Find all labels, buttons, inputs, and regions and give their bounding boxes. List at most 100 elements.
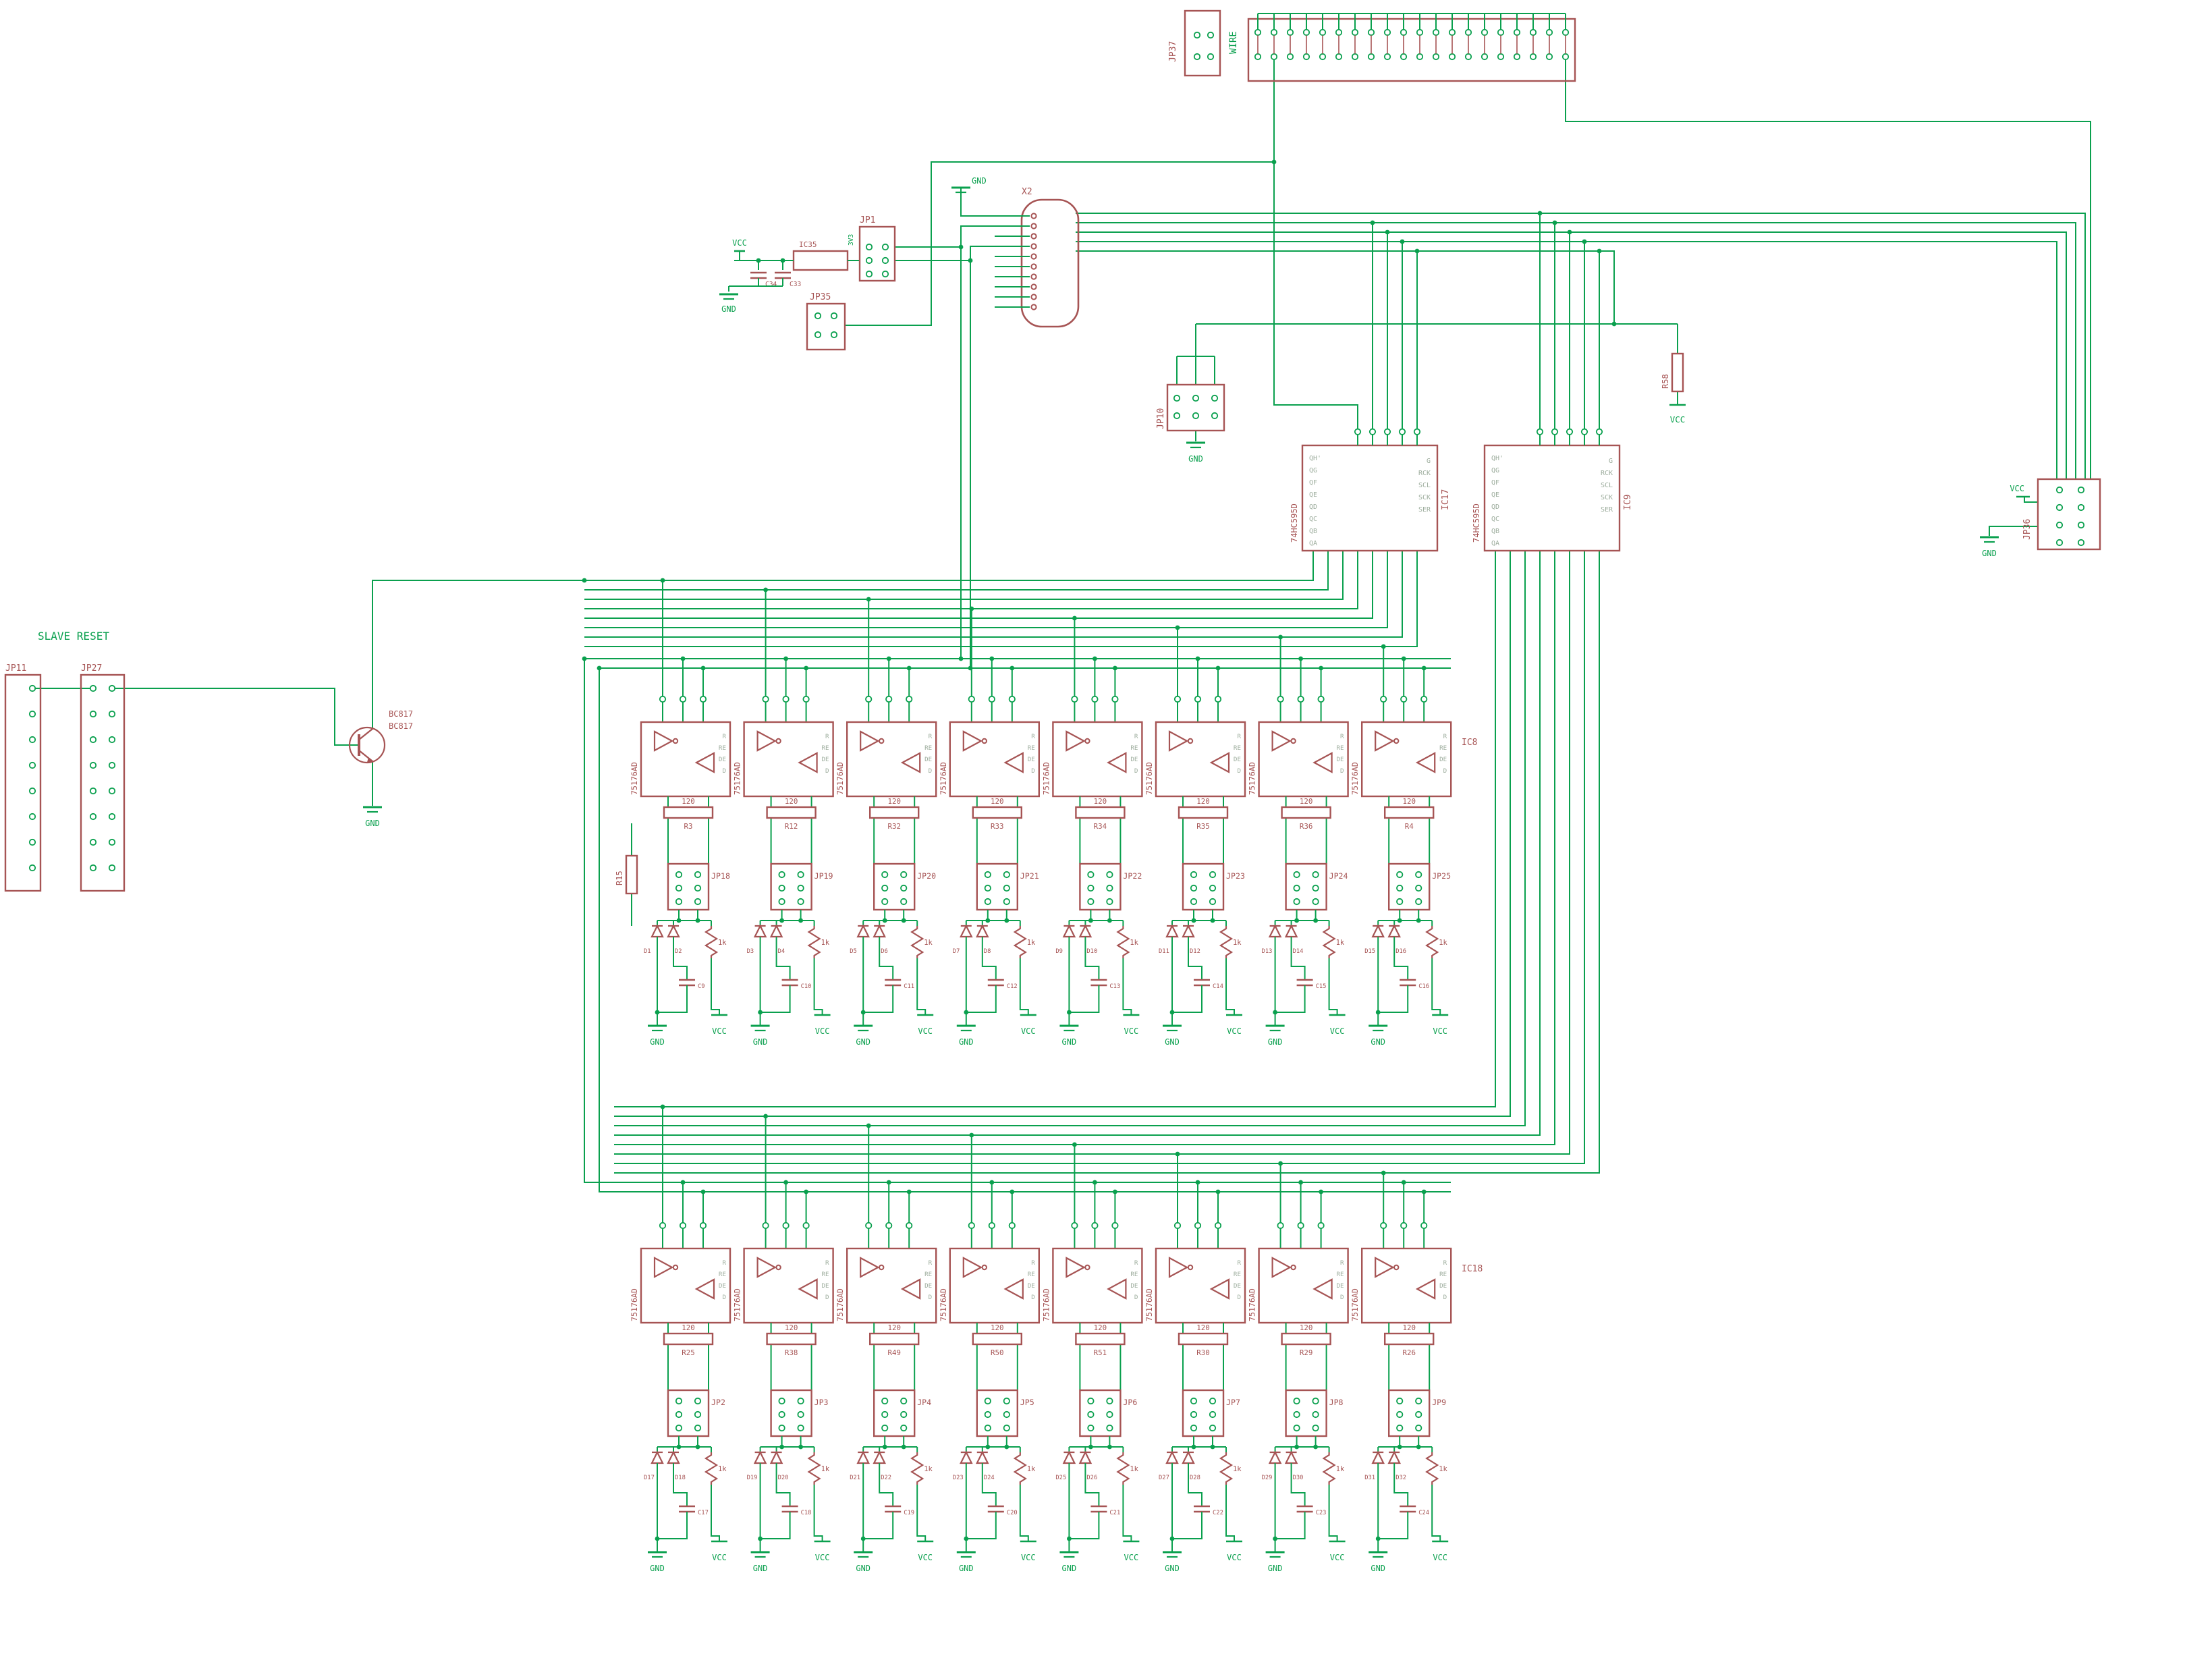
net-wire[interactable] bbox=[1378, 985, 1409, 1013]
net-wire[interactable] bbox=[1225, 958, 1235, 1015]
pin[interactable] bbox=[1106, 898, 1113, 906]
pin[interactable] bbox=[1317, 695, 1325, 703]
pin[interactable] bbox=[906, 1221, 913, 1230]
connector-JP11[interactable]: JP11 bbox=[4, 663, 42, 892]
net-wire[interactable] bbox=[584, 659, 1451, 1183]
pin[interactable] bbox=[1190, 1410, 1198, 1419]
pin[interactable] bbox=[865, 256, 873, 265]
pin[interactable] bbox=[881, 1397, 889, 1405]
pin[interactable] bbox=[675, 884, 683, 892]
pin[interactable] bbox=[1396, 1424, 1404, 1432]
termination-resistor-body[interactable] bbox=[868, 806, 920, 819]
net-wire[interactable] bbox=[2024, 497, 2038, 503]
pin[interactable] bbox=[1551, 428, 1559, 435]
pin[interactable] bbox=[1432, 53, 1440, 61]
jumper-body[interactable] bbox=[976, 1389, 1019, 1437]
pin[interactable] bbox=[1396, 898, 1404, 906]
pin[interactable] bbox=[28, 864, 36, 872]
pin[interactable] bbox=[1193, 53, 1201, 61]
pin[interactable] bbox=[2077, 486, 2085, 494]
pin[interactable] bbox=[830, 331, 838, 339]
pin[interactable] bbox=[1003, 1397, 1010, 1405]
net-wire[interactable] bbox=[1290, 937, 1306, 980]
pin[interactable] bbox=[699, 1221, 707, 1230]
pin[interactable] bbox=[1091, 1221, 1099, 1230]
pin[interactable] bbox=[778, 884, 785, 892]
jumper-body[interactable] bbox=[1387, 862, 1431, 911]
jumper-body[interactable] bbox=[667, 862, 710, 911]
pin[interactable] bbox=[1297, 1221, 1304, 1230]
pin[interactable] bbox=[984, 1410, 991, 1419]
connector-body[interactable] bbox=[4, 674, 42, 892]
pin[interactable] bbox=[984, 1424, 991, 1432]
net-wire[interactable] bbox=[614, 551, 1526, 1126]
pin[interactable] bbox=[108, 838, 116, 846]
termination-resistor-body[interactable] bbox=[868, 1332, 920, 1346]
pin[interactable] bbox=[1193, 31, 1201, 39]
pin[interactable] bbox=[1400, 695, 1408, 703]
pin[interactable] bbox=[1106, 1424, 1113, 1432]
pin[interactable] bbox=[1529, 53, 1537, 61]
connector-JP35[interactable]: JP35 bbox=[806, 292, 846, 351]
termination-resistor-body[interactable] bbox=[1281, 806, 1331, 819]
net-wire[interactable] bbox=[1393, 1463, 1409, 1506]
pin[interactable] bbox=[1211, 412, 1219, 420]
pin[interactable] bbox=[782, 695, 790, 703]
pin[interactable] bbox=[1513, 53, 1521, 61]
pin[interactable] bbox=[1030, 294, 1037, 300]
pin[interactable] bbox=[797, 1410, 804, 1419]
pin[interactable] bbox=[1190, 1397, 1198, 1405]
pin[interactable] bbox=[1087, 871, 1095, 879]
rs485-driver-body[interactable] bbox=[846, 1247, 937, 1324]
pin[interactable] bbox=[89, 736, 97, 744]
pin[interactable] bbox=[1335, 28, 1343, 36]
pin[interactable] bbox=[865, 270, 873, 278]
pin[interactable] bbox=[881, 884, 889, 892]
connector-body[interactable] bbox=[1184, 9, 1221, 77]
pin[interactable] bbox=[1448, 53, 1456, 61]
net-wire[interactable] bbox=[970, 246, 995, 668]
pin[interactable] bbox=[1383, 28, 1391, 36]
pin[interactable] bbox=[1420, 1221, 1428, 1230]
pin[interactable] bbox=[1400, 28, 1408, 36]
rs485-driver-body[interactable] bbox=[1155, 1247, 1246, 1324]
rs485-driver-body[interactable] bbox=[1360, 1247, 1452, 1324]
pin[interactable] bbox=[1312, 1397, 1319, 1405]
net-wire[interactable] bbox=[1225, 1485, 1235, 1541]
net-wire[interactable] bbox=[1431, 1485, 1441, 1541]
pin[interactable] bbox=[28, 813, 36, 821]
pin[interactable] bbox=[778, 898, 785, 906]
rs485-driver-body[interactable] bbox=[1052, 1247, 1143, 1324]
pin[interactable] bbox=[89, 813, 97, 821]
pin[interactable] bbox=[1561, 28, 1570, 36]
pin[interactable] bbox=[1091, 695, 1099, 703]
termination-resistor-body[interactable] bbox=[1383, 806, 1435, 819]
pin[interactable] bbox=[1416, 53, 1424, 61]
pin[interactable] bbox=[1003, 871, 1010, 879]
net-wire[interactable] bbox=[760, 985, 791, 1013]
pin[interactable] bbox=[89, 787, 97, 795]
pin[interactable] bbox=[797, 1397, 804, 1405]
pin[interactable] bbox=[2055, 503, 2064, 512]
net-wire[interactable] bbox=[614, 551, 1600, 1174]
jumper-body[interactable] bbox=[873, 1389, 916, 1437]
net-wire[interactable] bbox=[1989, 526, 2038, 536]
pin[interactable] bbox=[1354, 428, 1362, 435]
pin[interactable] bbox=[1173, 412, 1181, 420]
pin[interactable] bbox=[108, 864, 116, 872]
pin[interactable] bbox=[108, 710, 116, 718]
pin[interactable] bbox=[1383, 53, 1391, 61]
pin[interactable] bbox=[659, 1221, 667, 1230]
pin[interactable] bbox=[984, 871, 991, 879]
net-wire[interactable] bbox=[584, 551, 1358, 609]
net-wire[interactable] bbox=[1275, 1512, 1306, 1539]
pin[interactable] bbox=[984, 1397, 991, 1405]
